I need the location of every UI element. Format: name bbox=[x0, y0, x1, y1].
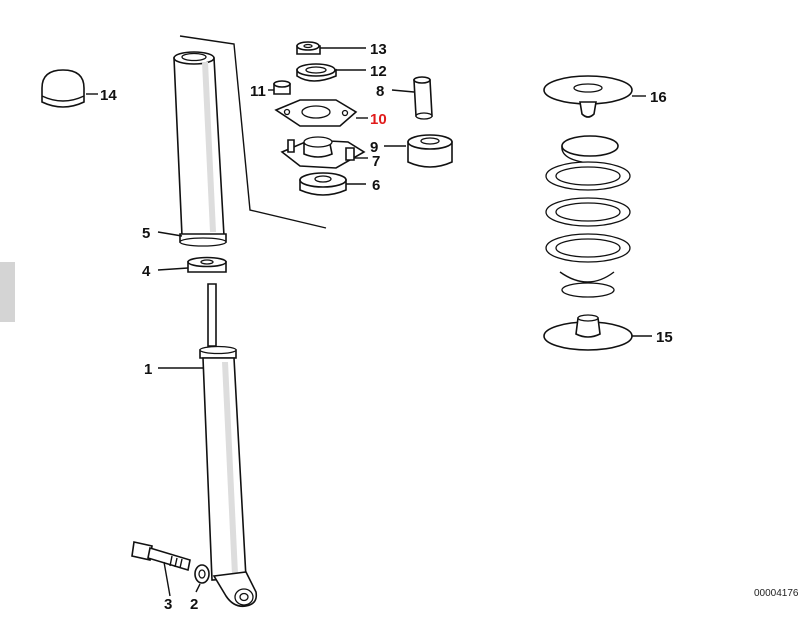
callout-4[interactable]: 4 bbox=[142, 263, 151, 280]
part-nut[interactable] bbox=[296, 41, 321, 55]
callout-3[interactable]: 3 bbox=[164, 596, 172, 613]
callout-labels: 14 5 4 1 3 2 13 12 11 10 8 9 7 6 16 15 bbox=[100, 41, 673, 613]
leader-lines bbox=[86, 47, 652, 597]
side-scroll-tab[interactable] bbox=[0, 262, 15, 322]
part-upper-spring-pad[interactable] bbox=[543, 75, 633, 118]
callout-11[interactable]: 11 bbox=[250, 83, 266, 100]
callout-15[interactable]: 15 bbox=[656, 329, 673, 346]
callout-12[interactable]: 12 bbox=[370, 63, 387, 80]
callout-14[interactable]: 14 bbox=[100, 87, 117, 104]
part-rubber-mount[interactable] bbox=[407, 134, 453, 168]
part-bolt[interactable] bbox=[131, 541, 191, 572]
callout-6[interactable]: 6 bbox=[372, 177, 380, 194]
part-protective-boot[interactable] bbox=[173, 51, 227, 247]
callout-1[interactable]: 1 bbox=[144, 361, 152, 378]
callout-8[interactable]: 8 bbox=[376, 83, 384, 100]
part-shock-absorber[interactable] bbox=[199, 283, 258, 608]
part-flange-nut[interactable] bbox=[273, 80, 291, 95]
group-bracket-line bbox=[179, 35, 327, 229]
part-coil-spring[interactable] bbox=[545, 135, 631, 298]
part-sleeve[interactable] bbox=[413, 76, 433, 120]
callout-16[interactable]: 16 bbox=[650, 89, 667, 106]
part-upper-mount[interactable] bbox=[280, 136, 366, 169]
callout-2[interactable]: 2 bbox=[190, 596, 198, 613]
callout-5[interactable]: 5 bbox=[142, 225, 150, 242]
callout-9[interactable]: 9 bbox=[370, 139, 378, 156]
callout-10[interactable]: 10 bbox=[370, 111, 387, 128]
part-lower-spring-pad[interactable] bbox=[543, 314, 633, 351]
part-bump-stop[interactable] bbox=[187, 256, 227, 273]
part-support-washer[interactable] bbox=[296, 63, 337, 82]
callout-13[interactable]: 13 bbox=[370, 41, 387, 58]
part-washer[interactable] bbox=[194, 564, 210, 584]
diagram-document-id: 00004176 bbox=[754, 588, 799, 599]
part-mount-bushing[interactable] bbox=[299, 172, 347, 196]
callout-7[interactable]: 7 bbox=[372, 153, 380, 170]
part-dust-cap[interactable] bbox=[41, 69, 85, 108]
part-gasket[interactable] bbox=[274, 99, 358, 127]
